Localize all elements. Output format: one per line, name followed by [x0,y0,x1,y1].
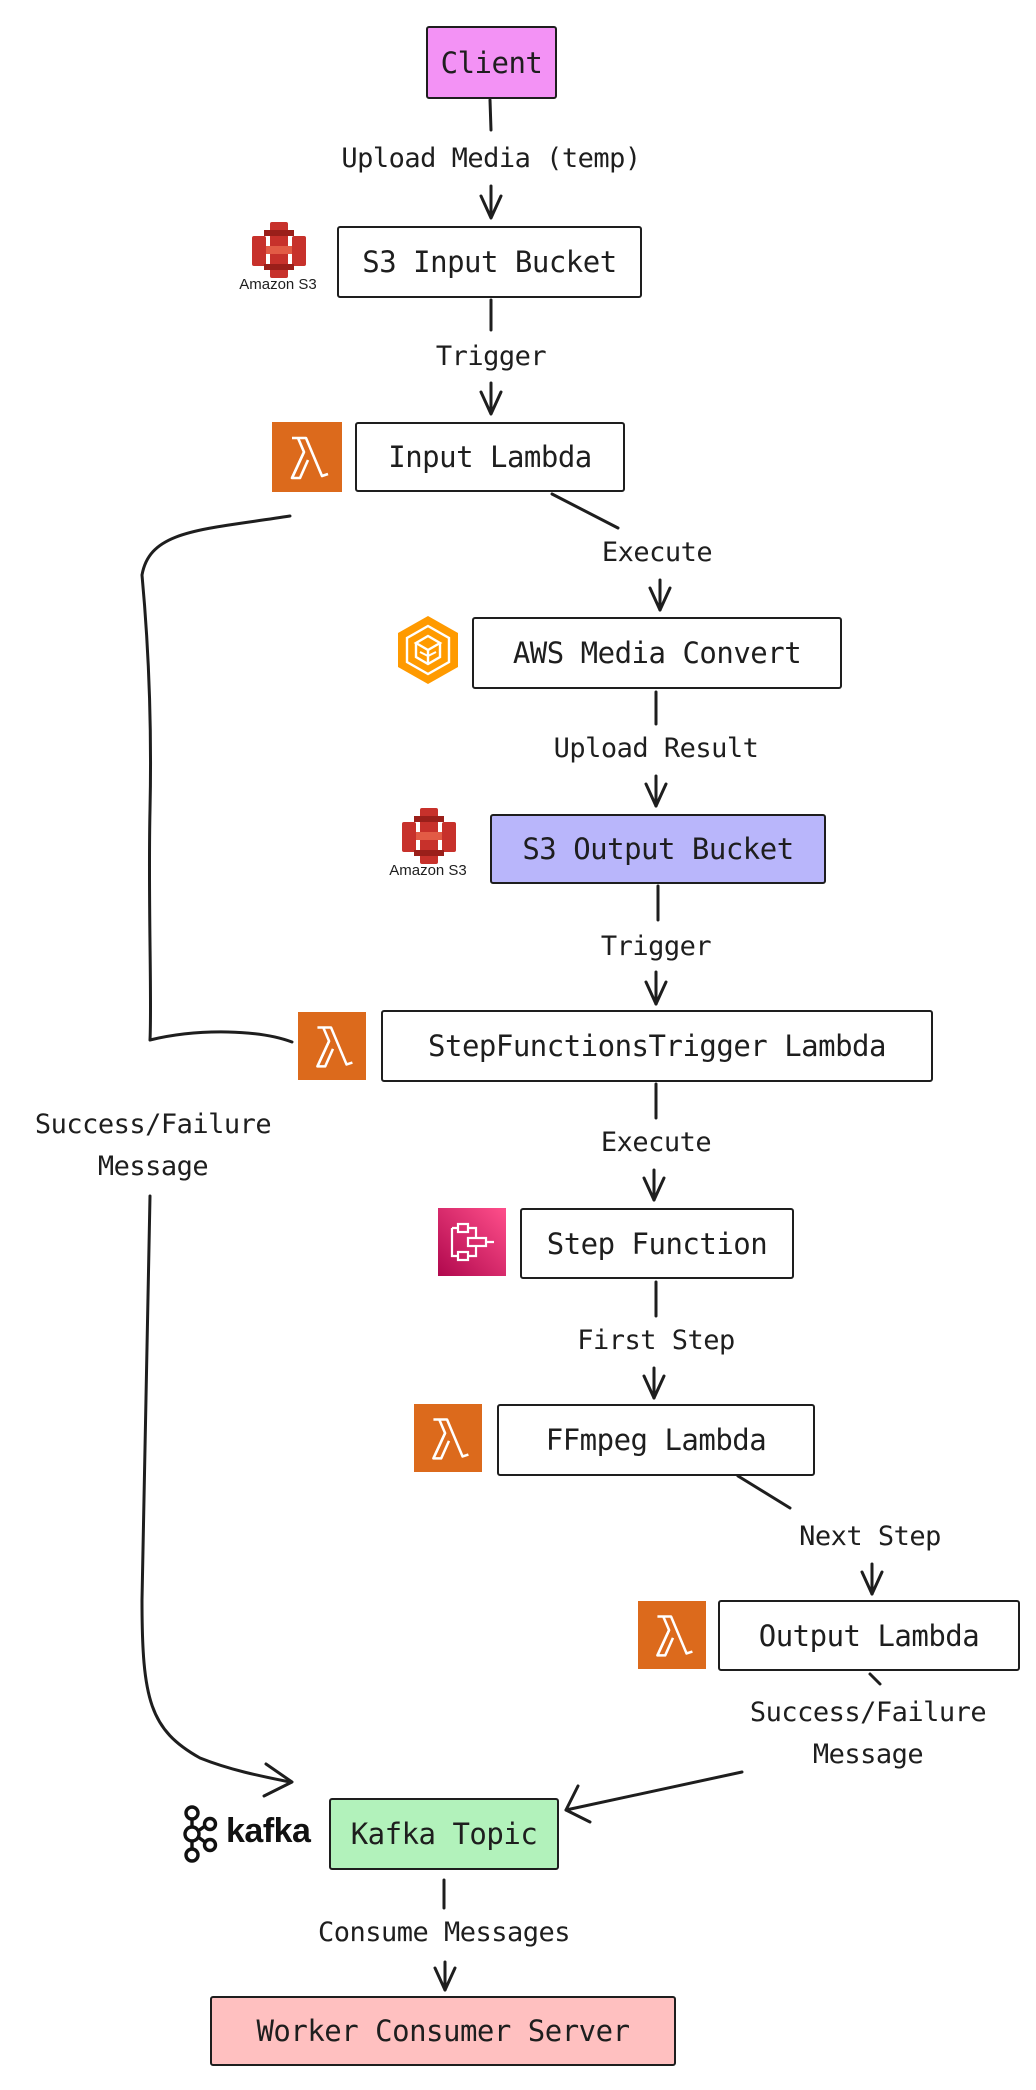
amazon-s3-icon [402,808,456,864]
kafka-wordmark: kafka [226,1812,311,1850]
edge-label-upload-result: Upload Result [549,728,763,770]
aws-lambda-icon [414,1404,482,1472]
edge-left-message-loop-2 [140,1194,292,1784]
edge-label-execute-2: Execute [596,1122,716,1164]
arrowhead [642,1176,666,1202]
s3-output-bucket-node: S3 Output Bucket [490,814,826,884]
aws-lambda-icon [298,1012,366,1080]
step-function-node: Step Function [520,1208,794,1279]
edge-label-first-step: First Step [573,1320,739,1362]
s3-input-bucket-node: S3 Input Bucket [337,226,642,298]
edge-lambda-mediaconvert [550,492,620,530]
aws-lambda-icon [272,422,342,492]
aws-step-functions-icon [438,1208,506,1276]
arrowhead [262,1762,294,1798]
edge-ffmpeg-output-lambda [736,1474,792,1510]
arrowhead [860,1570,884,1596]
edge-label-execute: Execute [597,532,717,574]
ffmpeg-lambda-node: FFmpeg Lambda [497,1404,815,1476]
arrowhead [648,586,672,612]
edge-label-success-failure-right: Success/Failure Message [745,1692,991,1776]
edge-label-trigger-2: Trigger [596,926,716,968]
edge-label-consume-messages: Consume Messages [313,1912,575,1954]
kafka-logo-icon [183,1805,218,1863]
edge-label-success-failure-left-line2: Message [97,1151,209,1182]
edge-left-message-loop [140,514,294,1044]
aws-media-convert-node: AWS Media Convert [472,617,842,689]
input-lambda-node: Input Lambda [355,422,625,492]
edge-label-next-step: Next Step [795,1516,945,1558]
arrowhead [479,390,503,416]
worker-consumer-server-node: Worker Consumer Server [210,1996,676,2066]
arrowhead [642,1374,666,1400]
amazon-s3-caption: Amazon S3 [239,276,317,293]
amazon-s3-caption: Amazon S3 [389,862,467,879]
edge-label-success-failure-left: Success/Failure Message [30,1104,276,1188]
arrowhead [644,980,668,1006]
arrowhead [644,782,668,808]
edge-label-success-failure-right-line2: Message [812,1739,924,1770]
amazon-s3-icon [252,222,306,278]
aws-lambda-icon [638,1601,706,1669]
edge-output-lambda-kafka [868,1672,882,1686]
edge-client-s3-input [488,98,493,132]
edge-label-success-failure-right-line1: Success/Failure [749,1697,987,1728]
aws-mediaconvert-icon [398,616,458,684]
edge-label-success-failure-left-line1: Success/Failure [34,1109,272,1140]
arrowhead [479,194,503,220]
kafka-topic-node: Kafka Topic [329,1798,559,1870]
stepfunctions-trigger-lambda-node: StepFunctionsTrigger Lambda [381,1010,933,1082]
client-node: Client [426,26,557,99]
arrowhead [564,1784,592,1824]
edge-label-trigger: Trigger [431,336,551,378]
edge-label-upload-media: Upload Media (temp) [337,138,645,180]
edge-output-lambda-kafka-2 [564,1770,744,1812]
output-lambda-node: Output Lambda [718,1600,1020,1671]
arrowhead [433,1966,457,1992]
